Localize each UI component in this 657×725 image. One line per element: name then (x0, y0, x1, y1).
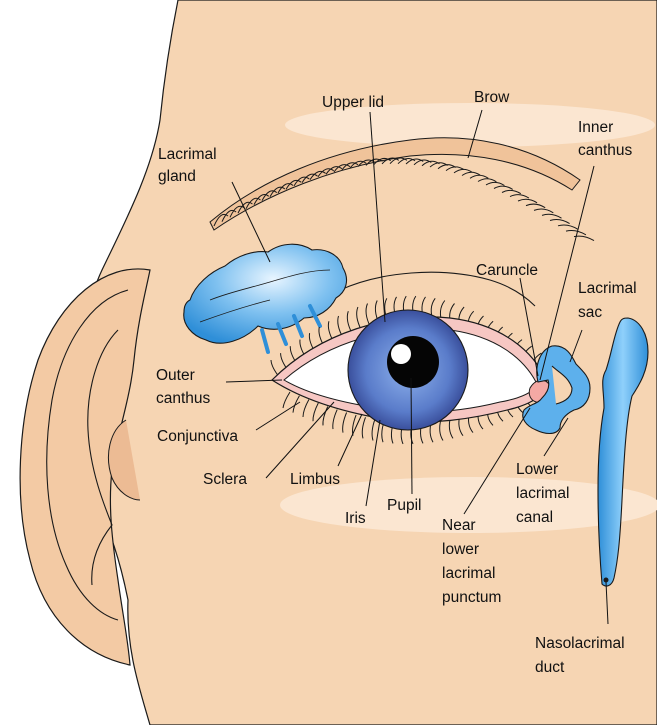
label-limbus: Limbus (290, 471, 340, 488)
label-iris: Iris (345, 510, 366, 527)
label-brow: Brow (474, 89, 510, 106)
duct-opening-dot (604, 578, 609, 583)
label-upper-lid: Upper lid (322, 94, 384, 111)
pupil (387, 336, 439, 388)
label-conjunctiva: Conjunctiva (157, 428, 238, 445)
pupil-reflection (391, 344, 411, 364)
label-caruncle: Caruncle (476, 262, 538, 279)
label-sclera: Sclera (203, 471, 247, 488)
label-pupil: Pupil (387, 497, 421, 514)
